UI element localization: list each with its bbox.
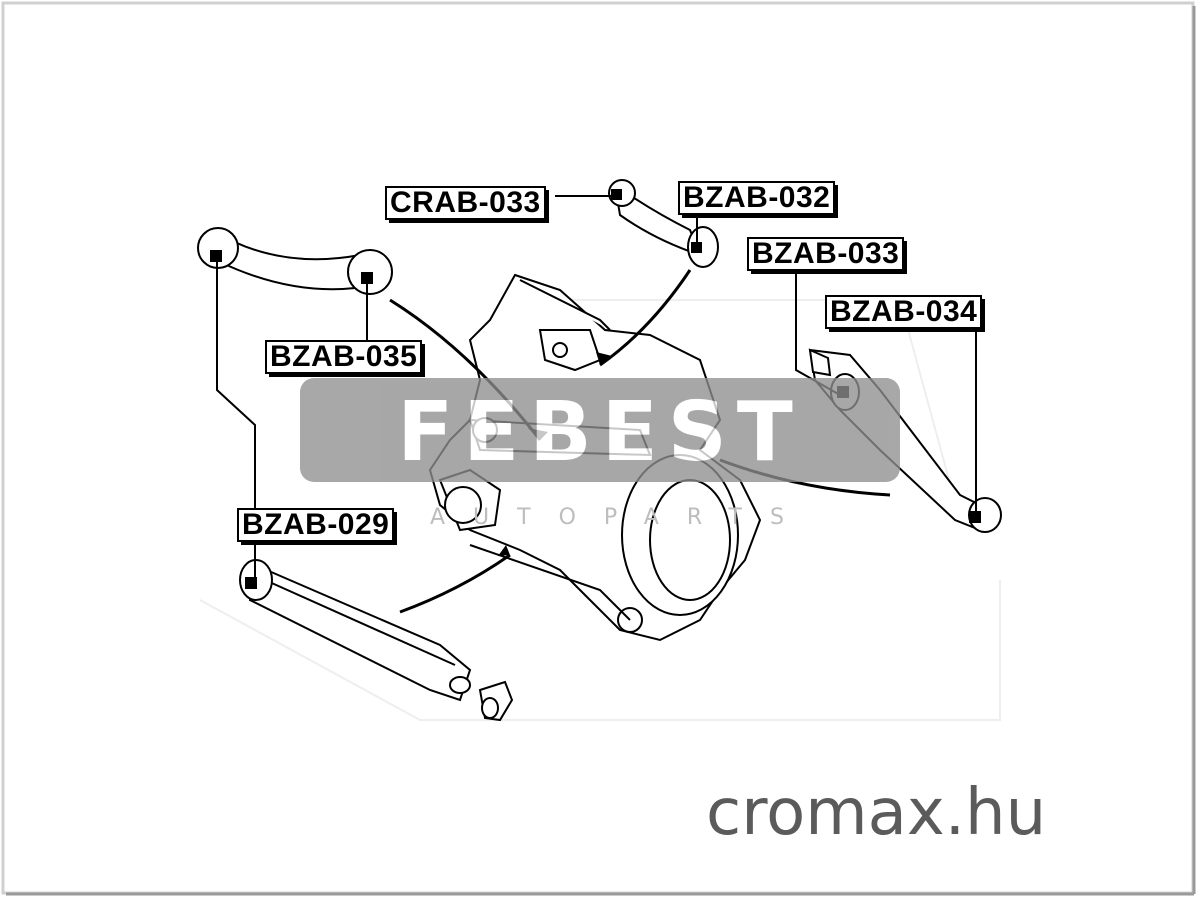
bushing-marker-bzab-034 xyxy=(969,511,981,523)
site-brand: cromax.hu xyxy=(706,776,1047,850)
upper-left-arm xyxy=(197,227,393,295)
lower-long-arm xyxy=(239,559,514,722)
part-label-bzab-034[interactable]: BZAB-034 xyxy=(825,295,986,332)
watermark-subtitle: AUTOPARTS xyxy=(430,505,812,530)
part-label-bzab-033[interactable]: BZAB-033 xyxy=(747,237,908,274)
lower-link-to-knuckle xyxy=(469,544,631,621)
leader-lines xyxy=(216,195,977,578)
bushing-marker-crab-033 xyxy=(611,189,622,200)
part-label-bzab-032[interactable]: BZAB-032 xyxy=(678,181,839,218)
bushing-marker-bzab-035 xyxy=(361,272,373,284)
bushing-marker-lower xyxy=(245,577,257,589)
part-label-crab-033[interactable]: CRAB-033 xyxy=(385,186,549,223)
part-label-bzab-035[interactable]: BZAB-035 xyxy=(265,340,426,377)
upper-control-link xyxy=(608,179,719,268)
part-label-bzab-029[interactable]: BZAB-029 xyxy=(237,508,398,545)
watermark-logo-text: FEBEST xyxy=(397,385,803,480)
hub-inner xyxy=(649,479,731,601)
bushing-marker-bzab-032 xyxy=(691,242,702,253)
watermark-logo: FEBEST xyxy=(300,378,900,482)
